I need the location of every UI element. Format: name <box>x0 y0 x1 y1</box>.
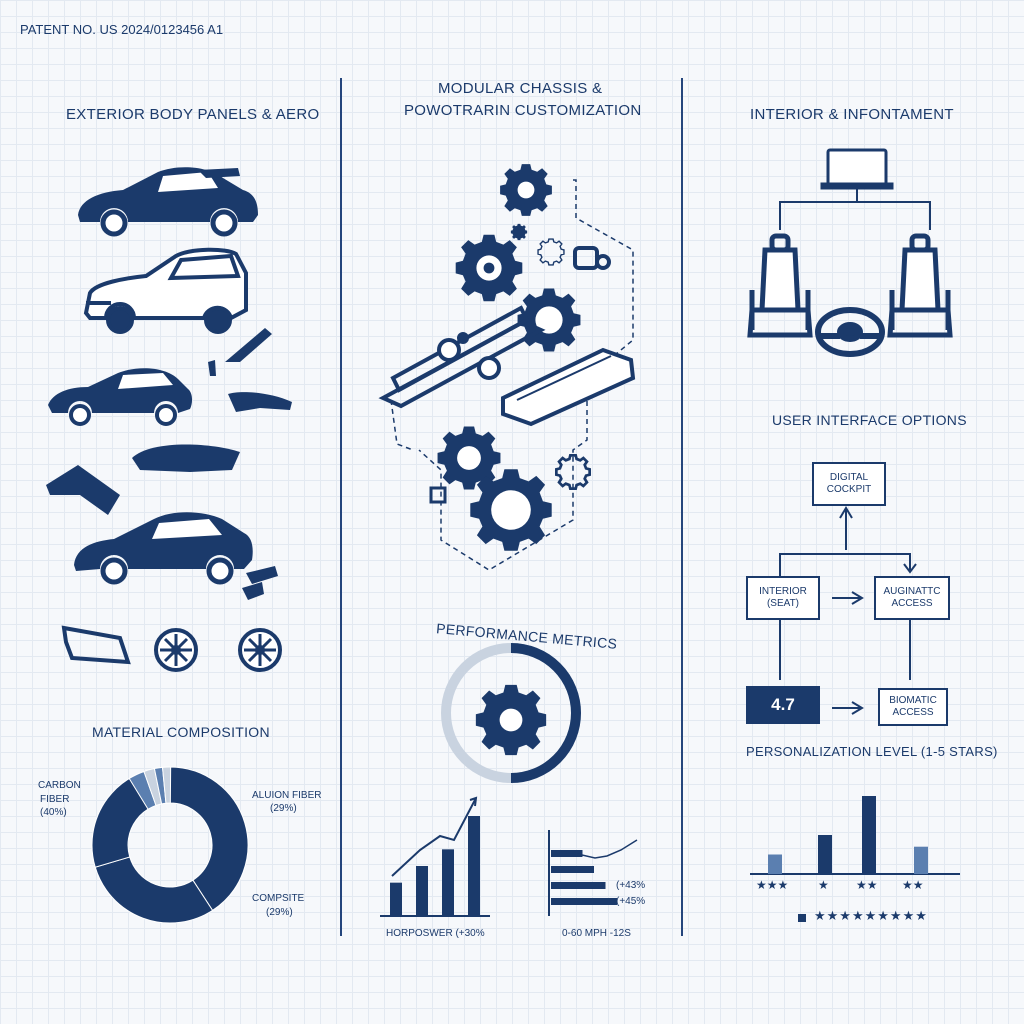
gear-icon-small-2 <box>510 223 528 241</box>
performance-gauge <box>441 643 581 783</box>
donut-slice-1 <box>169 766 249 912</box>
seat-icon-right <box>887 233 953 338</box>
box-biometric-line2: ACCESS <box>892 707 934 718</box>
hp-trend-arrow <box>469 796 478 807</box>
bumper-panel-icon <box>61 625 131 665</box>
chassis-heading-line2: POWOTRARIN CUSTOMIZATION <box>404 102 642 119</box>
donut-accent-4 <box>161 766 172 804</box>
column-divider-right <box>681 78 683 936</box>
label-aluminum-pct: (29%) <box>270 803 297 814</box>
ui-options-heading: USER INTERFACE OPTIONS <box>772 412 967 428</box>
acceleration-bar-chart <box>548 830 638 916</box>
gear-icon-top <box>500 164 552 216</box>
hp-bar-1 <box>390 882 402 916</box>
patent-number: PATENT NO. US 2024/0123456 A1 <box>20 22 224 37</box>
box-interior-seat: INTERIOR (SEAT) <box>746 576 820 620</box>
material-donut-chart <box>91 766 249 924</box>
hp-bar-4 <box>468 816 480 916</box>
star-legend-marker <box>798 914 806 922</box>
box-automatic-access: AUGINATTC ACCESS <box>874 576 950 620</box>
horsepower-label: HORPOSWER (+30% <box>386 928 485 939</box>
personalization-bar-chart <box>750 796 960 875</box>
connector-lines <box>779 188 931 230</box>
accel-bar-2 <box>551 866 594 873</box>
accel-trend-line <box>552 839 638 859</box>
label-composite-pct: (29%) <box>266 907 293 918</box>
exterior-heading: EXTERIOR BODY PANELS & AERO <box>66 106 320 123</box>
steering-wheel-icon <box>815 307 885 357</box>
star-group-4: ★★ <box>902 878 924 892</box>
star-row: ★★★★★★★★★ <box>814 908 928 923</box>
seat-icon-left <box>747 233 813 338</box>
box-digital-cockpit: DIGITAL COCKPIT <box>812 462 886 506</box>
hp-bar-3 <box>442 849 454 916</box>
chassis-heading-line1: MODULAR CHASSIS & <box>438 80 603 97</box>
star-group-3: ★★ <box>856 878 878 892</box>
box-interior-line2: (SEAT) <box>766 598 800 609</box>
pers-bar-1 <box>768 854 782 874</box>
gear-icon-mid <box>517 288 581 352</box>
accel-bar-1 <box>551 850 583 857</box>
pers-bar-4 <box>914 846 928 874</box>
spoiler-panel-icon <box>225 328 272 362</box>
rating-value: 4.7 <box>746 686 820 724</box>
accel-note-1: (+43% <box>616 880 646 891</box>
hp-bar-2 <box>416 866 428 916</box>
accel-bar-3 <box>551 882 606 889</box>
label-composite: COMPSITE <box>252 893 305 904</box>
box-digital-line2: COCKPIT <box>826 484 872 495</box>
label-carbon-pct: (40%) <box>40 807 67 818</box>
gear-icon-large <box>455 234 523 302</box>
material-heading: MATERIAL COMPOSITION <box>92 724 270 740</box>
infotainment-screen-icon <box>820 148 894 190</box>
interior-heading: INTERIOR & INFONTAMENT <box>750 106 954 123</box>
star-group-1: ★★★ <box>756 878 789 892</box>
door-panel-icon <box>228 392 292 412</box>
accel-label: 0-60 MPH -12S <box>562 928 631 939</box>
pers-bar-2 <box>818 835 832 874</box>
box-biometric-access: BIOMATIC ACCESS <box>878 688 948 726</box>
suv-car-icon <box>83 247 248 334</box>
label-aluminum: ALUION FIBER <box>252 790 322 801</box>
box-interior-line1: INTERIOR <box>759 586 807 597</box>
sports-car-icon <box>48 368 193 426</box>
connector-arrow-left <box>390 399 414 451</box>
box-digital-line1: DIGITAL <box>829 472 869 483</box>
exterior-illustrations <box>46 167 292 672</box>
gear-icon-gauge <box>475 684 547 756</box>
accel-bar-4 <box>551 898 617 905</box>
interior-diagram <box>747 148 953 357</box>
box-biometric-line1: BIOMATIC <box>889 695 937 706</box>
battery-pack-icon <box>501 347 636 427</box>
sensor-icon <box>429 486 447 504</box>
pers-bar-3 <box>862 796 876 874</box>
chassis-frame-icon <box>378 305 546 409</box>
connector-dashed-line <box>418 179 634 571</box>
box-automatic-line1: AUGINATTC <box>883 586 941 597</box>
star-group-2: ★ <box>818 878 829 892</box>
hp-trend-line <box>391 797 477 877</box>
trim-panel-icon <box>242 566 278 600</box>
hood-panel-icon <box>132 444 240 472</box>
horsepower-bar-chart <box>380 796 490 917</box>
ui-flow-connectors <box>779 506 917 715</box>
fender-panel-icon <box>46 465 120 515</box>
accel-note-2: (+45% <box>616 896 646 907</box>
box-automatic-line2: ACCESS <box>891 598 933 609</box>
gear-icon-small-1 <box>537 238 565 266</box>
shaft-icon <box>573 246 611 270</box>
label-carbon-line1: CARBON <box>38 780 81 791</box>
sedan-car-icon <box>74 512 253 585</box>
wheel-icon-1 <box>154 628 198 672</box>
side-skirt-panel-icon <box>208 360 216 376</box>
gear-icon-lower-big <box>470 469 552 551</box>
gear-icon-lower-left <box>437 426 501 490</box>
chassis-illustration <box>378 164 636 571</box>
personalization-heading: PERSONALIZATION LEVEL (1-5 STARS) <box>746 744 998 759</box>
column-divider-left <box>340 78 342 936</box>
donut-slice-2 <box>94 856 214 924</box>
label-carbon-line2: FIBER <box>40 794 70 805</box>
wheel-icon-2 <box>238 628 282 672</box>
coupe-car-icon <box>78 167 258 237</box>
